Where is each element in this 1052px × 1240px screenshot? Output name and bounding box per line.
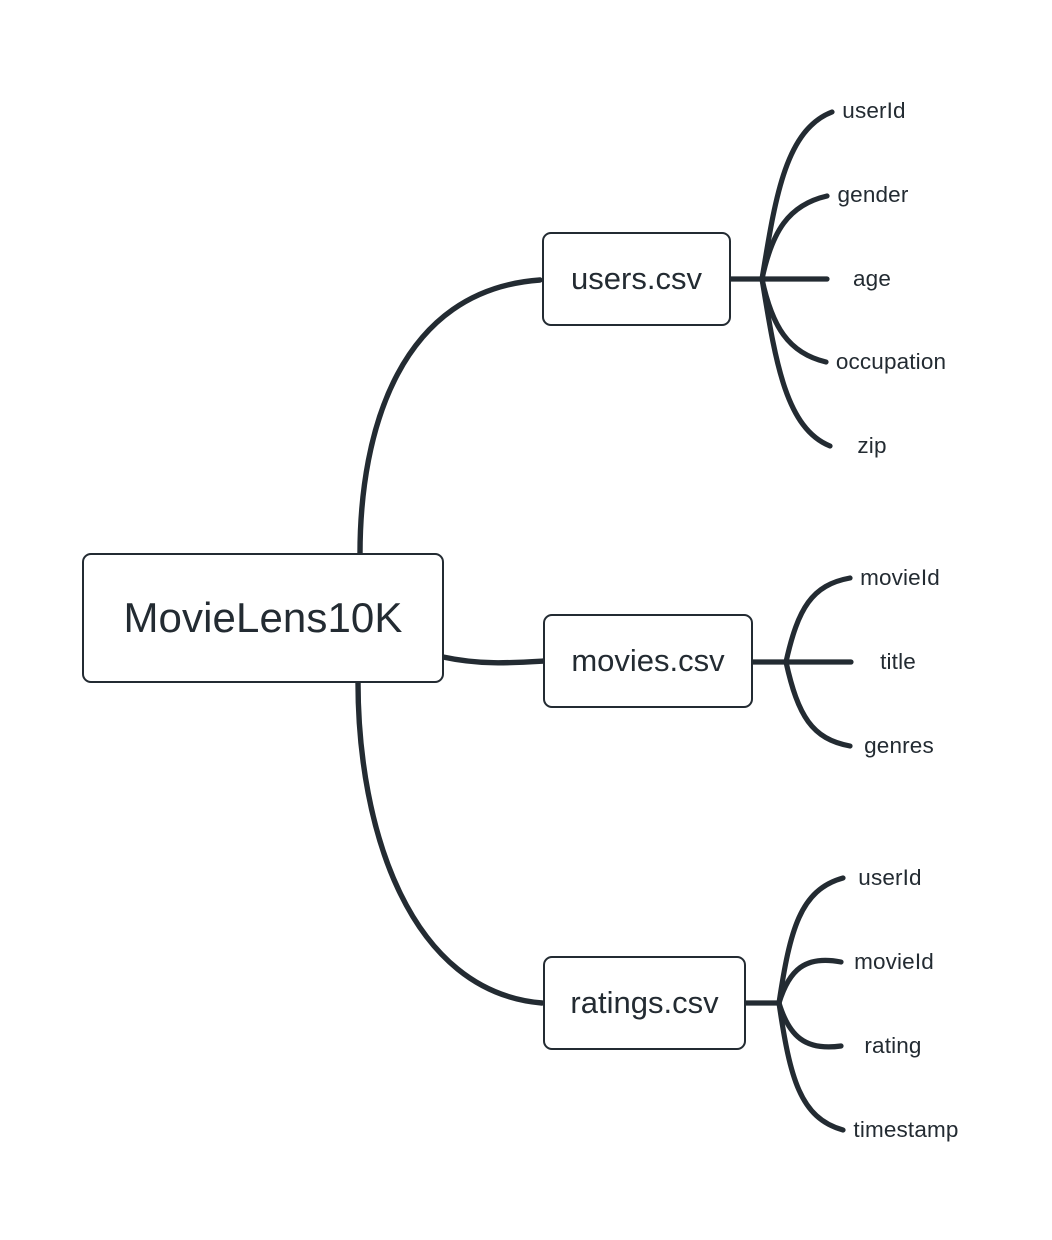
leaf-movies-genres[interactable]: genres [864,733,934,758]
edge-users-leaf-userid [759,109,835,282]
leaf-users-gender[interactable]: gender [837,182,909,207]
leaf-ratings-rating[interactable]: rating [864,1033,922,1058]
edge-root-to-movies [440,654,547,666]
edge-ratings-leaf-userid [776,875,846,1006]
node-branch-ratings-label: ratings.csv [570,985,719,1020]
leaf-ratings-timestamp[interactable]: timestamp [853,1117,959,1142]
leaf-users-age[interactable]: age [853,266,891,291]
edge-users-leaf-zip [759,276,833,449]
node-root-label: MovieLens10K [123,594,403,641]
edge-root-to-users [357,277,543,557]
leaf-users-occupation[interactable]: occupation [835,349,947,374]
leaf-users-userid[interactable]: userId [842,98,906,123]
leaf-users-zip[interactable]: zip [857,433,887,458]
node-branch-movies-label: movies.csv [571,643,725,678]
edge-root-to-ratings [355,679,545,1006]
leaf-ratings-userid[interactable]: userId [858,865,922,890]
edge-ratings-leaf-movieid [776,957,844,1006]
leaf-ratings-movieid[interactable]: movieId [854,949,934,974]
leaf-movies-movieid[interactable]: movieId [860,565,940,590]
edge-ratings-leaf-rating [776,1000,844,1050]
edge-users-leaf-gender [759,193,830,282]
node-branch-ratings[interactable]: ratings.csv [543,956,746,1050]
edge-movies-leaf-genres [783,659,853,749]
node-branch-users[interactable]: users.csv [542,232,731,326]
edge-movies-leaf-movieid [783,575,853,665]
node-root[interactable]: MovieLens10K [82,553,444,683]
node-branch-movies[interactable]: movies.csv [543,614,753,708]
leaf-movies-title[interactable]: title [880,649,916,674]
edge-ratings-leaf-timestamp [776,1000,846,1133]
node-branch-users-label: users.csv [571,261,702,296]
